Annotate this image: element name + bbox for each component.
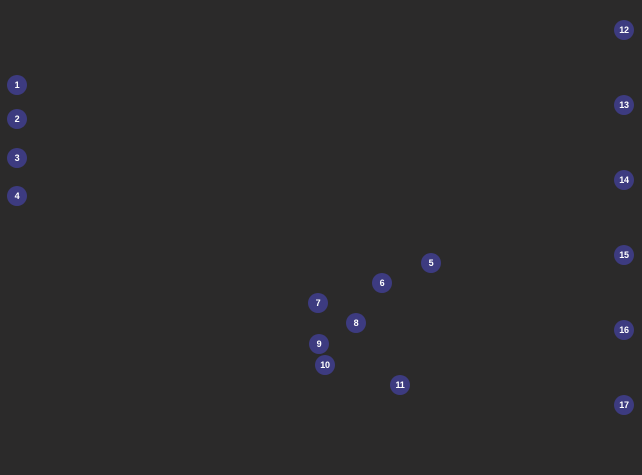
marker-16[interactable]: 16: [614, 320, 634, 340]
marker-13[interactable]: 13: [614, 95, 634, 115]
marker-7[interactable]: 7: [308, 293, 328, 313]
marker-14[interactable]: 14: [614, 170, 634, 190]
marker-8[interactable]: 8: [346, 313, 366, 333]
marker-3[interactable]: 3: [7, 148, 27, 168]
marker-4[interactable]: 4: [7, 186, 27, 206]
marker-17[interactable]: 17: [614, 395, 634, 415]
marker-9[interactable]: 9: [309, 334, 329, 354]
marker-6[interactable]: 6: [372, 273, 392, 293]
marker-15[interactable]: 15: [614, 245, 634, 265]
marker-5[interactable]: 5: [421, 253, 441, 273]
marker-2[interactable]: 2: [7, 109, 27, 129]
marker-1[interactable]: 1: [7, 75, 27, 95]
marker-11[interactable]: 11: [390, 375, 410, 395]
marker-12[interactable]: 12: [614, 20, 634, 40]
marker-10[interactable]: 10: [315, 355, 335, 375]
